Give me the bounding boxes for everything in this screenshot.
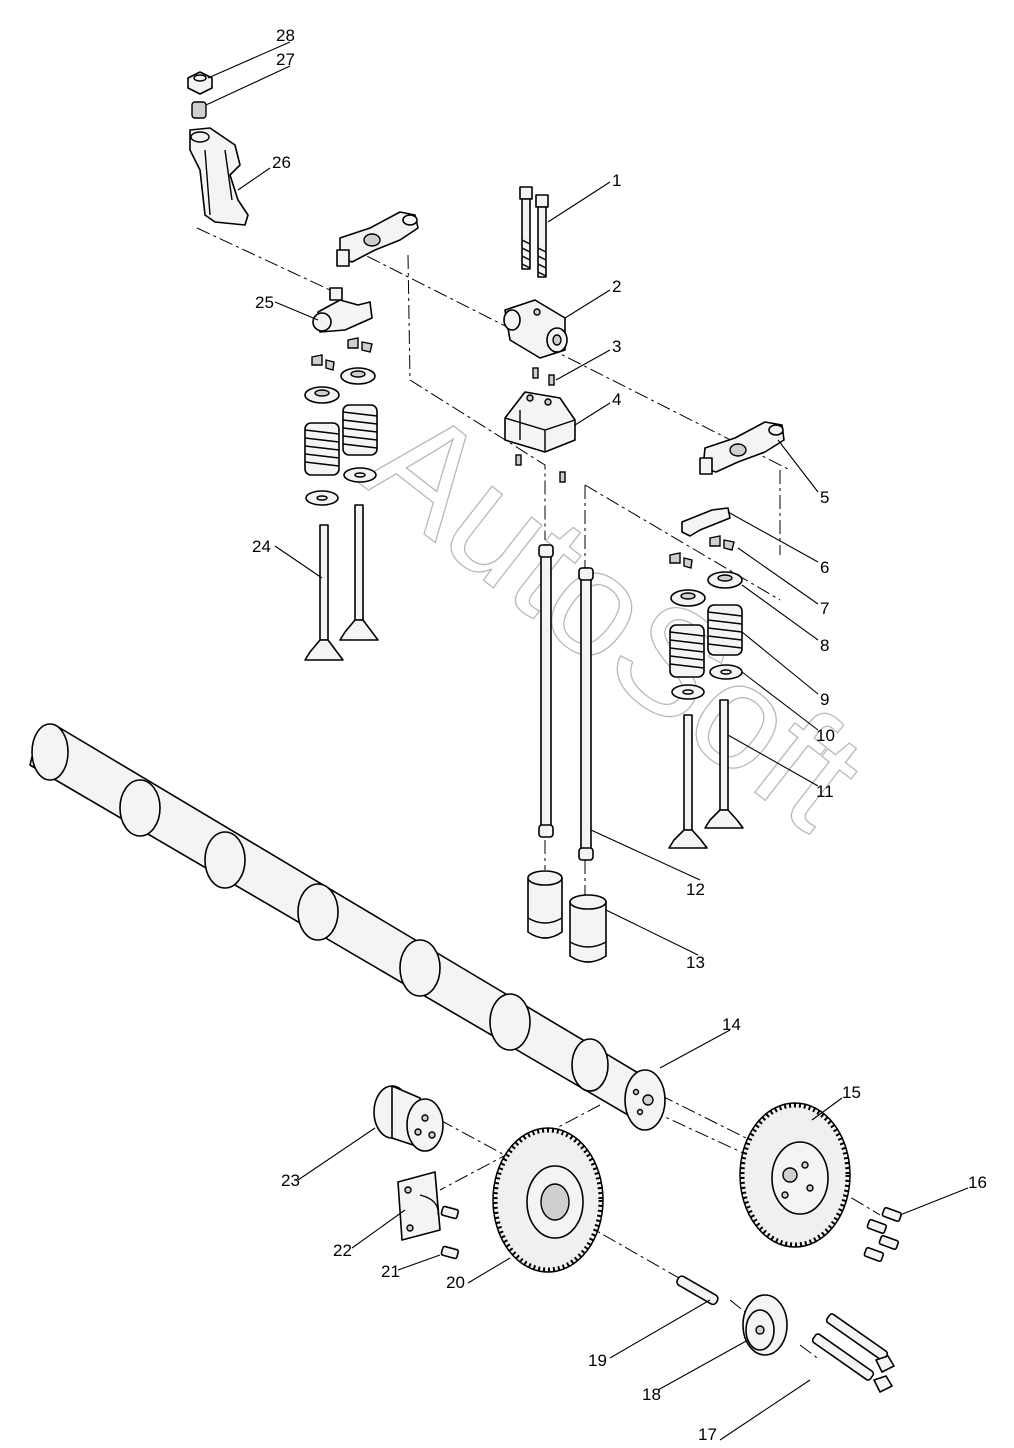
callout-16: 16 [968,1173,987,1192]
callout-10: 10 [816,726,835,745]
callout-20: 20 [446,1273,465,1292]
rocker-bracket-part-26 [189,127,249,226]
callout-9: 9 [820,690,829,709]
callout-7: 7 [820,599,829,618]
callout-2: 2 [612,277,621,296]
callout-13: 13 [686,953,705,972]
callout-27: 27 [276,50,295,69]
callout-25: 25 [255,293,274,312]
callout-labels: 28 27 26 1 2 3 4 5 6 7 8 9 10 11 12 13 1… [252,26,987,1444]
callout-26: 26 [272,153,291,172]
bolts-part-1 [519,186,549,278]
callout-17: 17 [698,1425,717,1444]
push-rods-part-12 [538,544,594,861]
callout-6: 6 [820,558,829,577]
pins-part-3 [532,367,555,386]
callout-1: 1 [612,171,621,190]
callout-21: 21 [381,1262,400,1281]
callout-22: 22 [333,1241,352,1260]
shaft-part-19 [676,1275,719,1306]
callout-14: 14 [722,1015,741,1034]
callout-4: 4 [612,390,621,409]
watermark: AutoSoft [337,374,894,861]
sleeve-part-27 [191,101,207,119]
rocker-part-25 [312,287,373,333]
camshaft-gear-part-15 [739,1102,851,1248]
callout-3: 3 [612,337,621,356]
tappets-part-13 [527,870,607,963]
callout-23: 23 [281,1171,300,1190]
rocker-shaft-part-2 [503,299,568,359]
hub-part-18 [742,1294,788,1356]
leader-lines [205,41,969,1441]
callout-24: 24 [252,537,271,556]
nut-part-28 [187,71,213,95]
right-valve-group [668,535,744,849]
left-valve-group [304,337,379,661]
rocker-arm-part-5 [699,421,785,475]
flange-part-23 [373,1085,444,1152]
callout-11: 11 [816,782,834,801]
callout-5: 5 [820,488,829,507]
callout-19: 19 [588,1351,607,1370]
callout-18: 18 [642,1385,661,1404]
long-bolts-part-17 [811,1313,895,1393]
rocker-arm-left [336,211,419,267]
gear-bolts-part-16 [863,1206,903,1263]
pedestal-part-4 [504,391,576,483]
bridge-part-6 [681,507,731,537]
callout-28: 28 [276,26,295,45]
callout-12: 12 [686,880,705,899]
thrust-plate-part-22 [397,1171,441,1241]
callout-15: 15 [842,1083,861,1102]
screws-part-21 [440,1205,460,1260]
camshaft-part-14 [29,723,666,1131]
idler-gear-part-20 [492,1127,604,1273]
callout-8: 8 [820,636,829,655]
